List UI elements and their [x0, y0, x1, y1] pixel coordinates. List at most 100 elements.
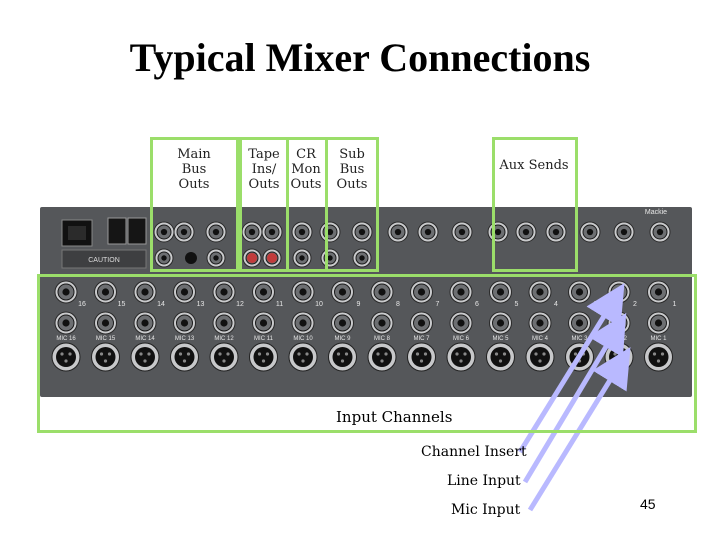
top-output-jack-15-hole: [586, 228, 594, 236]
insert-jack-ch7-hole: [417, 288, 426, 296]
channel-number-5: 5: [515, 301, 519, 308]
xlr-pin-c-ch14: [143, 359, 147, 363]
channel-number-10: 10: [315, 301, 323, 308]
xlr-pin-b-ch11: [265, 352, 270, 356]
line-input-jack-ch11-hole: [259, 319, 268, 327]
xlr-inner-ch9: [332, 347, 353, 367]
channel-number-12: 12: [236, 301, 244, 308]
main-bus-highlight-box: [150, 137, 239, 272]
channel-number-15: 15: [118, 301, 126, 308]
tape-line-1: Tape: [248, 147, 280, 162]
xlr-pin-a-ch7: [415, 352, 420, 356]
xlr-inner-ch6: [451, 347, 471, 367]
top-output-jack-5-hole: [268, 228, 276, 236]
xlr-pin-a-ch9: [336, 352, 341, 356]
channel-number-6: 6: [475, 301, 479, 308]
tape-ins-outs-label: Tape Ins/ Outs: [243, 147, 285, 192]
line-input-jack-ch14-hole: [141, 319, 149, 327]
xlr-pin-b-ch12: [226, 352, 230, 356]
sub-bus-line-3: Outs: [336, 177, 368, 192]
cr-line-3: Outs: [290, 177, 322, 192]
knob-black: [185, 252, 197, 264]
cr-divider-box: [286, 137, 328, 272]
top-output-jack-10-hole: [424, 228, 432, 236]
channel-number-4: 4: [554, 301, 558, 308]
xlr-pin-b-ch1: [660, 352, 665, 356]
mic-label-6: MIC 6: [453, 336, 470, 342]
insert-jack-ch13-hole: [180, 288, 189, 296]
xlr-pin-a-ch15: [99, 352, 104, 356]
xlr-pin-a-ch3: [573, 352, 578, 356]
top-output-jack-6-hole: [298, 228, 306, 236]
insert-jack-ch1-hole: [654, 288, 663, 296]
xlr-pin-a-ch13: [178, 352, 183, 356]
tape-line-3: Outs: [248, 177, 280, 192]
mic-label-10: MIC 10: [293, 336, 313, 342]
xlr-pin-a-ch14: [139, 352, 143, 356]
insert-jack-ch3-hole: [575, 288, 584, 296]
main-bus-line-1: Main: [177, 147, 211, 162]
xlr-inner-ch8: [372, 347, 392, 367]
mic-label-9: MIC 9: [334, 336, 351, 342]
channel-insert-label: Channel Insert: [421, 444, 527, 460]
line-input-jack-ch10-hole: [299, 319, 307, 327]
channel-number-1: 1: [673, 301, 677, 308]
xlr-inner-ch14: [135, 347, 155, 367]
page-number: 45: [640, 496, 656, 512]
xlr-pin-c-ch16: [64, 359, 68, 363]
line-input-label: Line Input: [447, 473, 521, 489]
mic-label-5: MIC 5: [492, 336, 509, 342]
insert-jack-ch15-hole: [101, 288, 110, 296]
cr-mon-outs-label: CR Mon Outs: [286, 147, 326, 192]
slide-title: Typical Mixer Connections: [129, 35, 591, 80]
insert-jack-ch10-hole: [299, 288, 307, 296]
xlr-pin-c-ch1: [656, 359, 661, 363]
xlr-inner-ch12: [214, 347, 234, 367]
xlr-pin-b-ch7: [423, 352, 428, 356]
mic-label-15: MIC 15: [96, 336, 116, 342]
phantom-switch: [127, 217, 147, 245]
xlr-pin-b-ch9: [344, 352, 349, 356]
channel-number-14: 14: [157, 301, 165, 308]
mic-label-4: MIC 4: [532, 336, 549, 342]
mic-label-11: MIC 11: [254, 336, 274, 342]
mic-label-16: MIC 16: [56, 336, 76, 342]
xlr-pin-a-ch5: [494, 352, 499, 356]
top-output-jack-17-hole: [656, 228, 664, 236]
xlr-pin-a-ch11: [257, 352, 262, 356]
top-lower-jack-5-hole: [299, 255, 305, 261]
top-lower-jack-6-hole: [327, 255, 333, 261]
channel-number-2: 2: [633, 301, 637, 308]
line-input-jack-ch12-hole: [220, 319, 228, 327]
xlr-pin-b-ch10: [305, 352, 309, 356]
brand-text: Mackie: [645, 209, 667, 216]
top-output-jack-16-hole: [620, 228, 628, 236]
insert-jack-ch12-hole: [220, 288, 228, 296]
top-output-jack-14-hole: [552, 228, 560, 236]
top-lower-jack-2-hole: [213, 255, 219, 261]
mic-label-1: MIC 1: [650, 336, 667, 342]
xlr-pin-c-ch15: [103, 359, 108, 363]
sub-bus-outs-label: Sub Bus Outs: [330, 147, 374, 192]
caution-plate: [61, 249, 147, 269]
arrow-mic-input: [527, 346, 631, 512]
top-lower-jack-7-hole: [359, 255, 365, 261]
xlr-pin-a-ch1: [652, 352, 657, 356]
xlr-inner-ch10: [293, 347, 313, 367]
xlr-pin-b-ch13: [186, 352, 191, 356]
xlr-inner-ch4: [530, 347, 550, 367]
sub-bus-line-2: Bus: [339, 162, 365, 177]
line-input-jack-ch15-hole: [101, 319, 110, 327]
xlr-pin-c-ch5: [498, 359, 503, 363]
xlr-inner-ch5: [490, 347, 511, 367]
xlr-pin-b-ch6: [463, 352, 467, 356]
mic-label-3: MIC 3: [571, 336, 588, 342]
xlr-pin-c-ch11: [261, 359, 266, 363]
input-channels-label: Input Channels: [336, 408, 453, 426]
xlr-pin-b-ch4: [542, 352, 546, 356]
mic-input-label: Mic Input: [451, 502, 521, 518]
channel-number-9: 9: [357, 301, 361, 308]
line-input-jack-ch8-hole: [378, 319, 386, 327]
xlr-pin-c-ch6: [459, 359, 463, 363]
main-bus-line-3: Outs: [178, 177, 210, 192]
